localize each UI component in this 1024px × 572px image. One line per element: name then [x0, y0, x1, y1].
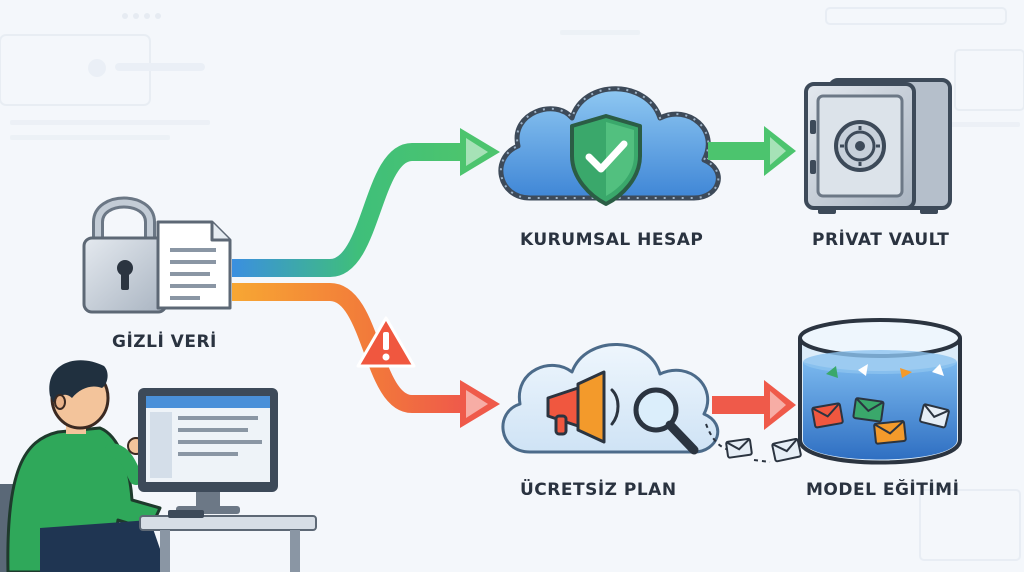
model-training-label: MODEL EĞİTİMİ	[806, 480, 960, 500]
envelope-icon	[771, 437, 802, 463]
private-vault-label: PRİVAT VAULT	[812, 230, 950, 250]
envelope-icon	[873, 420, 907, 445]
data-tank-icon	[798, 318, 962, 465]
data-leak-trail	[705, 423, 802, 463]
desk	[139, 510, 317, 572]
envelope-icon	[811, 402, 844, 429]
magnifier-icon	[633, 387, 699, 455]
background-decor	[0, 7, 1024, 561]
safe-icon	[804, 78, 952, 214]
cloud-shield-icon	[498, 86, 721, 206]
enterprise-flow-arrow	[232, 128, 500, 277]
training-flow-arrow	[712, 380, 796, 430]
envelope-icon	[919, 403, 950, 429]
secret-data-label: GİZLİ VERİ	[112, 332, 217, 352]
user-at-computer-icon	[0, 360, 168, 572]
monitor-icon	[138, 388, 278, 514]
warning-icon	[356, 316, 416, 368]
envelope-icon	[852, 397, 885, 423]
padlock-icon	[82, 196, 168, 314]
enterprise-account-label: KURUMSAL HESAP	[520, 230, 704, 250]
vault-flow-arrow	[708, 126, 796, 176]
document-icon	[156, 220, 232, 310]
envelope-icon	[725, 437, 753, 459]
free-plan-label: ÜCRETSİZ PLAN	[520, 480, 677, 500]
